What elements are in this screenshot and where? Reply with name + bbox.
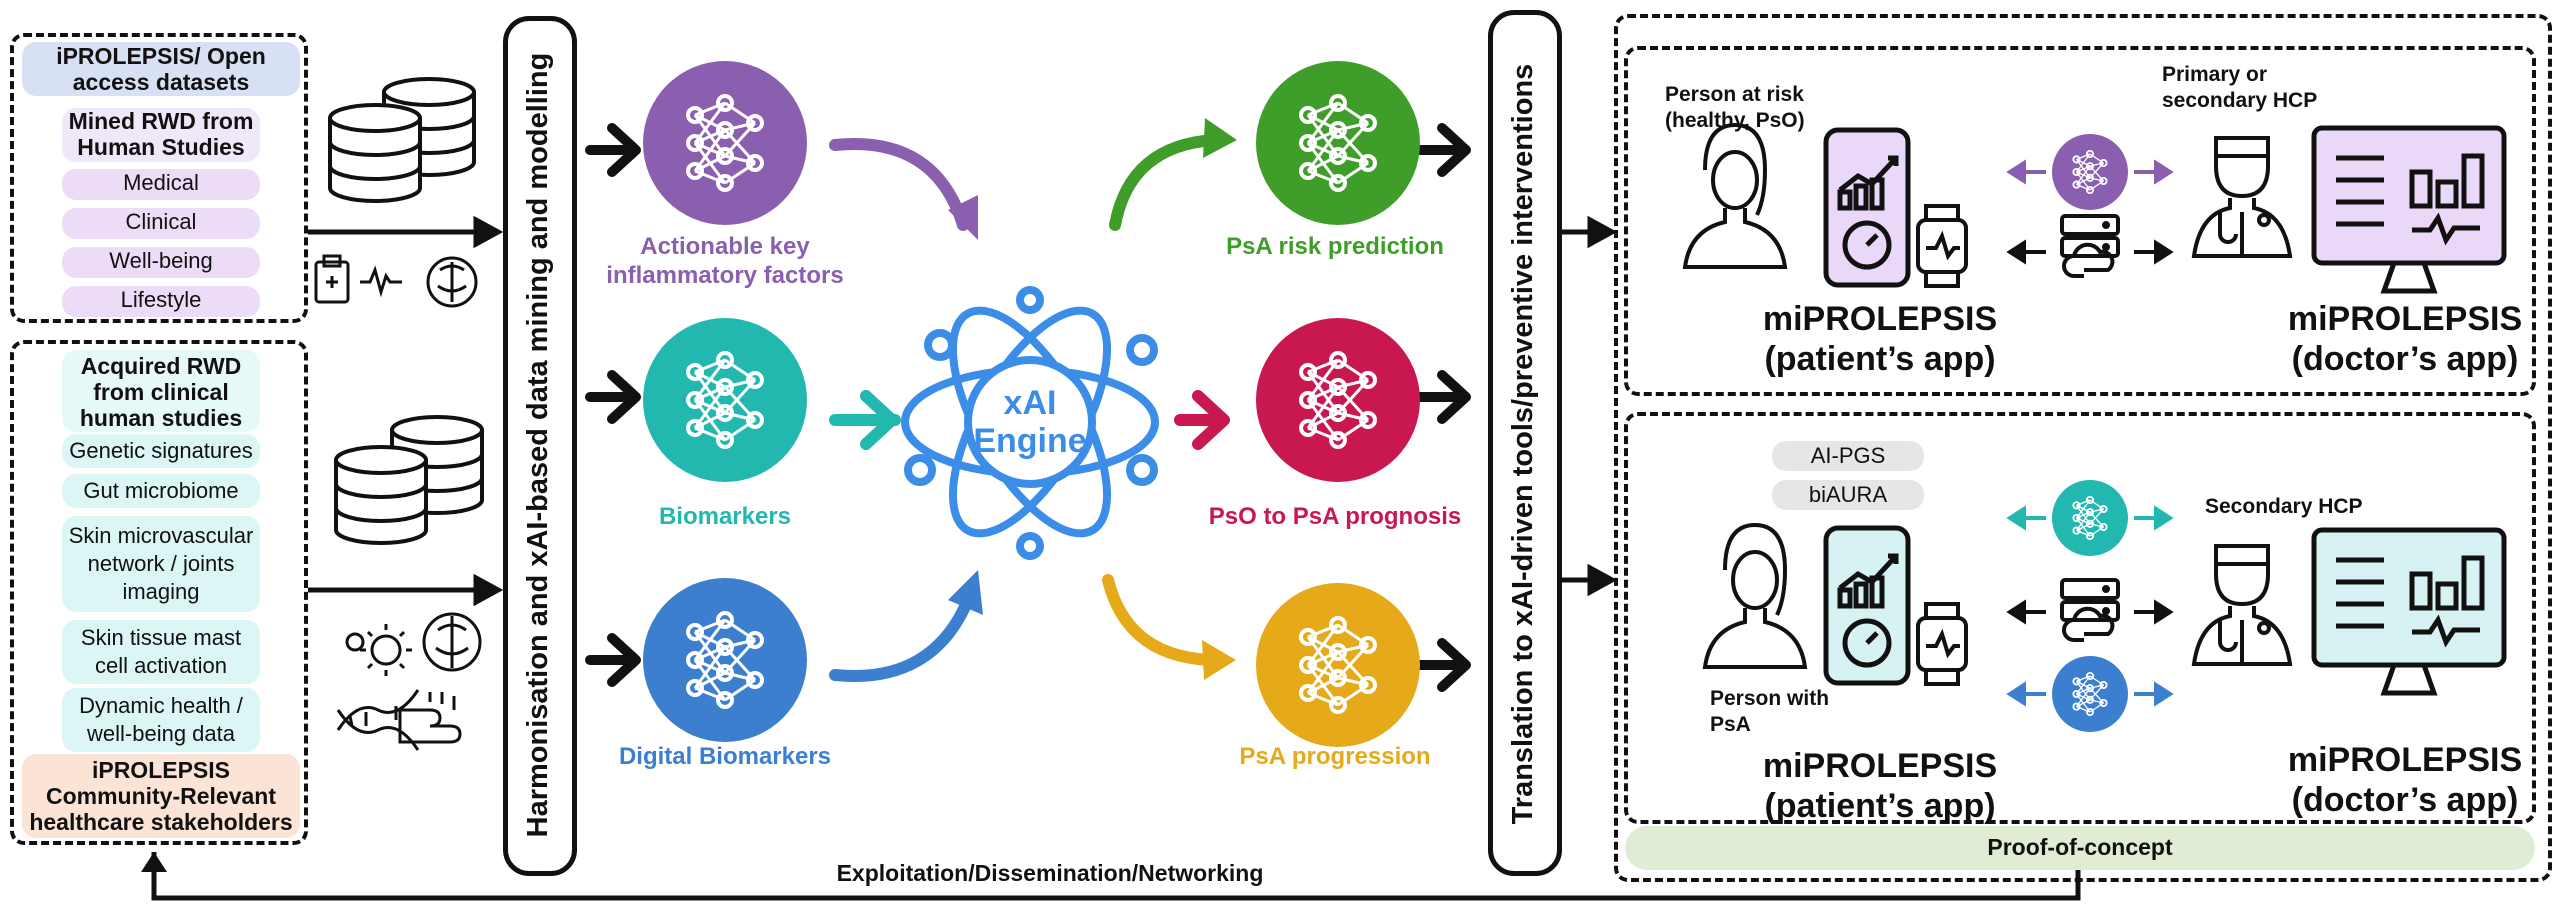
phone-icon-bottom — [1826, 528, 1908, 683]
monitor-icon-top — [2314, 128, 2504, 291]
dna-icon — [336, 689, 420, 751]
brain-icon-bottom — [422, 612, 482, 672]
poc-outer-box — [1614, 14, 2552, 882]
person-at-risk-label: Person at risk (healthy, PsO) — [1665, 83, 1805, 132]
secondary-hcp-label: Secondary HCP — [2205, 495, 2363, 518]
monitor-icon-bottom — [2314, 530, 2504, 693]
neural-net-icon-bottom-teal — [2052, 480, 2128, 556]
feedback-label: Exploitation/Dissemination/Networking — [836, 860, 1264, 886]
brain-icon — [426, 256, 478, 308]
neural-net-icon-risk — [1256, 61, 1420, 225]
doctor-icon-top — [2192, 136, 2292, 258]
acquired-item-dynamic: Dynamic health / well-being data — [62, 688, 260, 752]
acquired-item-skin-micro: Skin microvascular network / joints imag… — [62, 516, 260, 612]
mined-rwd-header: Mined RWD from Human Studies — [62, 108, 260, 162]
database-icon-top — [328, 77, 476, 203]
neural-net-icon-biomarkers — [643, 318, 807, 482]
output-label-prognosis: PsO to PsA prognosis — [1208, 503, 1462, 530]
poc-top-box — [1624, 46, 2536, 396]
database-icon-bottom — [334, 415, 484, 545]
dataset-item-lifestyle: Lifestyle — [62, 286, 260, 317]
neural-net-icon-bottom-blue — [2052, 656, 2128, 732]
poc-label: Proof-of-concept — [1987, 834, 2173, 860]
translation-bar — [1488, 10, 1562, 876]
atom-icon — [901, 286, 1159, 560]
factor-label-digital: Digital Biomarkers — [618, 743, 832, 770]
patient-app-label-bottom: miPROLEPSIS (patient’s app) — [1762, 747, 1998, 825]
person-icon-top — [1683, 123, 1787, 269]
doctor-app-label-bottom: miPROLEPSIS (doctor’s app) — [2287, 741, 2523, 819]
acquired-item-genetic: Genetic signatures — [62, 434, 260, 468]
virus-icon — [345, 624, 412, 676]
tag-biaura: biAURA — [1772, 480, 1924, 510]
primary-hcp-label: Primary or secondary HCP — [2162, 63, 2318, 112]
doctor-icon-bottom — [2192, 544, 2292, 666]
harmonisation-bar — [503, 16, 577, 876]
person-icon-bottom — [1703, 523, 1807, 669]
watch-icon-bottom — [1916, 602, 1968, 686]
acquired-item-gut: Gut microbiome — [62, 474, 260, 508]
stakeholders-footer: iPROLEPSIS Community-Relevant healthcare… — [22, 754, 300, 838]
neural-net-icon-inflammatory — [643, 61, 807, 225]
hand-icon — [398, 692, 462, 744]
factor-label-inflammatory: Actionable key inflammatory factors — [606, 233, 844, 289]
tag-ai-pgs: AI-PGS — [1772, 441, 1924, 471]
output-label-risk: PsA risk prediction — [1226, 233, 1444, 260]
acquired-rwd-header: Acquired RWD from clinical human studies — [62, 350, 260, 432]
acquired-item-mast-cell: Skin tissue mast cell activation — [62, 620, 260, 684]
clipboard-icon — [314, 254, 350, 304]
neural-net-icon-top — [2052, 134, 2128, 210]
server-cloud-icon-bottom — [2060, 578, 2120, 642]
factor-label-biomarkers: Biomarkers — [658, 503, 792, 530]
neural-net-icon-prognosis — [1256, 318, 1420, 482]
poc-label-pill — [1625, 826, 2535, 870]
patient-app-label-top: miPROLEPSIS (patient’s app) — [1762, 300, 1998, 378]
acquired-rwd-box — [10, 340, 308, 845]
open-datasets-header: iPROLEPSIS/ Open access datasets — [22, 42, 300, 96]
doctor-app-label-top: miPROLEPSIS (doctor’s app) — [2287, 300, 2523, 378]
server-cloud-icon-top — [2060, 214, 2120, 278]
poc-bottom-box — [1624, 412, 2536, 824]
dataset-item-clinical: Clinical — [62, 208, 260, 239]
neural-net-icon-progression — [1256, 583, 1420, 747]
heartbeat-icon — [360, 265, 402, 298]
watch-icon-top — [1916, 204, 1968, 288]
output-label-progression: PsA progression — [1239, 743, 1431, 770]
phone-icon-top — [1826, 130, 1908, 285]
dataset-item-medical: Medical — [62, 169, 260, 200]
person-with-psa-label: Person with PsA — [1710, 687, 1830, 736]
dataset-item-wellbeing: Well-being — [62, 247, 260, 278]
open-datasets-box — [10, 33, 308, 323]
neural-net-icon-digital — [643, 578, 807, 742]
